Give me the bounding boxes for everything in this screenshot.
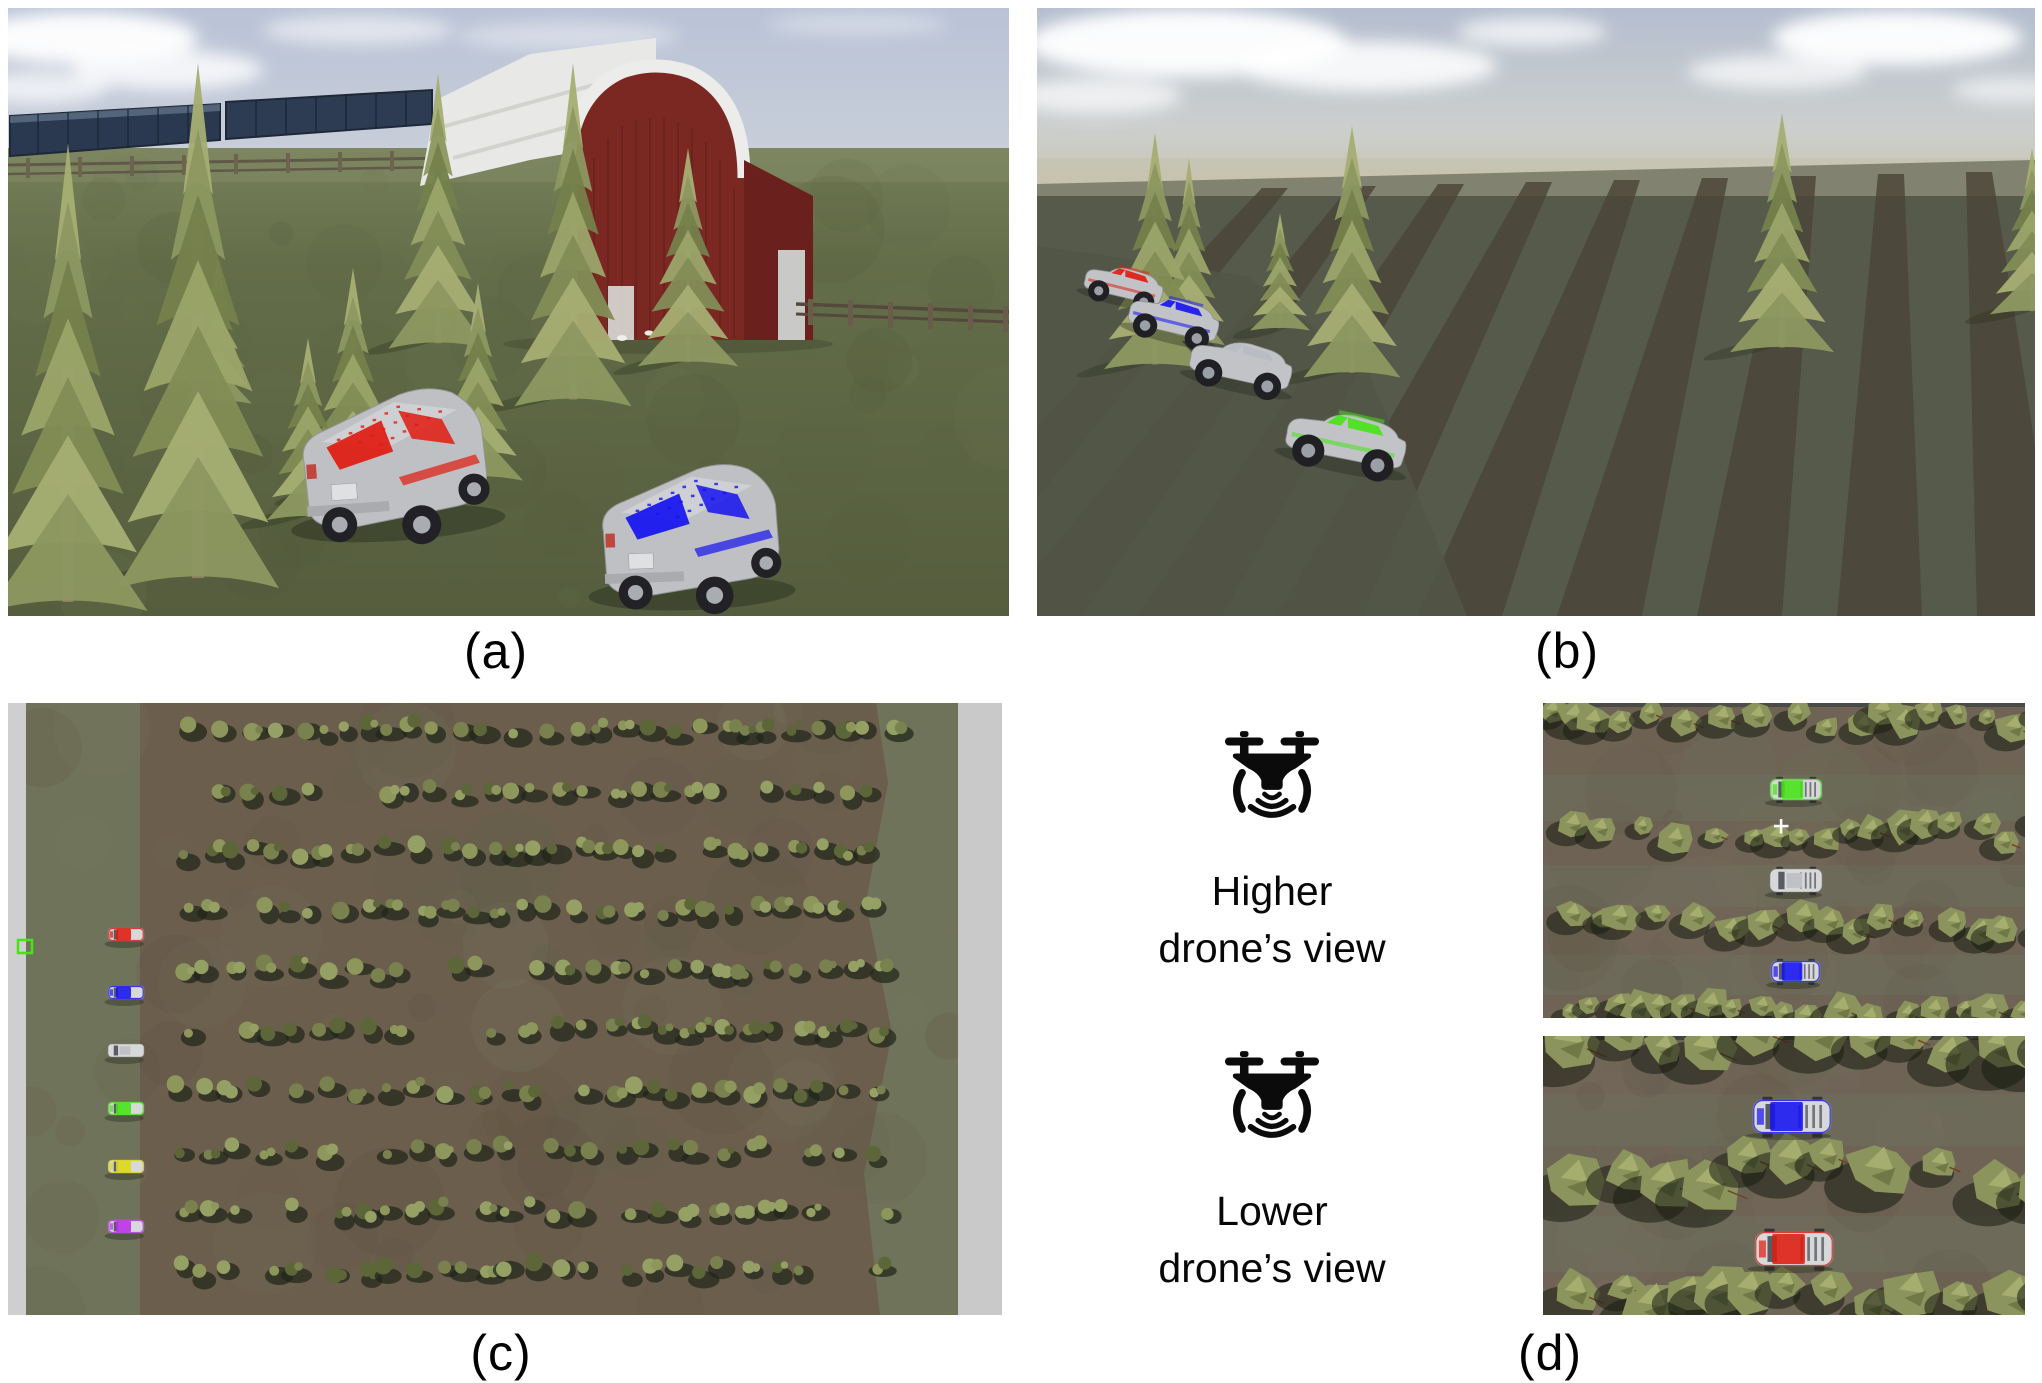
fence-right (795, 299, 1009, 332)
vehicles (1076, 264, 1407, 482)
panel-d-higher-drone-view (1543, 703, 2025, 1018)
vehicle-suv-red (291, 388, 506, 545)
panel-c-scene (8, 703, 1002, 1315)
caption-b: (b) (1534, 623, 1600, 679)
vehicle-top-green (104, 1101, 145, 1122)
panel-a-scene (8, 8, 1009, 616)
panel-b-scene (1037, 8, 2035, 616)
barn-side-door (778, 250, 805, 340)
vehicle-top-none (1764, 866, 1823, 899)
tree-canopies (1543, 703, 2025, 1018)
solar-panel-array (9, 88, 433, 158)
legend-lower-line1: Lower (1216, 1188, 1328, 1234)
legend-lower-line2: drone’s view (1158, 1245, 1386, 1291)
vehicle-suv-none (1179, 342, 1293, 401)
drone-icon (1225, 731, 1319, 818)
legend-lower-drone: Lower drone’s view (1112, 1050, 1432, 1297)
legend-higher-line2: drone’s view (1158, 925, 1386, 971)
legend-higher-drone: Higher drone’s view (1112, 730, 1432, 977)
vehicle-top-purple (104, 1219, 145, 1240)
vehicle-top-blue (1745, 1096, 1832, 1140)
clouds (1037, 9, 2035, 114)
tree-canopies (1543, 1036, 2025, 1315)
vehicles (291, 388, 796, 615)
vehicles (1745, 1096, 1834, 1273)
panel-d-lower-drone-view (1543, 1036, 2025, 1315)
vehicle-suv-blue (588, 464, 796, 615)
legend-higher-line1: Higher (1211, 868, 1333, 914)
caption-d: (d) (1517, 1325, 1583, 1381)
higher-drone-view-scene (1543, 703, 2025, 1018)
target-marker-box (16, 938, 34, 955)
panel-c-orchard-top-view (8, 703, 1002, 1315)
geese (617, 330, 654, 341)
panel-b-simulation-view (1037, 8, 2035, 616)
vehicle-top-green (1764, 776, 1823, 807)
barn-roof-trim (561, 59, 751, 179)
fence-left (8, 151, 449, 178)
vehicles (1764, 776, 1823, 989)
left-road-strip (8, 703, 26, 1315)
vehicle-top-yellow (104, 1159, 145, 1180)
vehicle-top-red (104, 927, 145, 948)
vehicle-suv-green (1274, 410, 1407, 482)
vehicle-top-blue (1766, 958, 1821, 989)
caption-a: (a) (463, 623, 529, 679)
vehicles (104, 927, 145, 1240)
barn-front-door (608, 286, 634, 340)
right-road-strip (958, 703, 1002, 1315)
crosshair-cursor (1774, 819, 1789, 834)
drone-icon (1225, 1051, 1319, 1138)
vehicle-top-none (104, 1043, 145, 1064)
tree-rows (166, 713, 914, 1290)
vehicle-top-blue (104, 985, 145, 1006)
top-border (1543, 703, 2025, 707)
pine-trees (1076, 113, 2035, 386)
vehicle-suv-blue (1119, 295, 1220, 351)
panel-a-simulation-view (8, 8, 1009, 616)
vehicle-top-red (1747, 1228, 1834, 1273)
lower-drone-view-scene (1543, 1036, 2025, 1315)
caption-c: (c) (470, 1325, 532, 1381)
